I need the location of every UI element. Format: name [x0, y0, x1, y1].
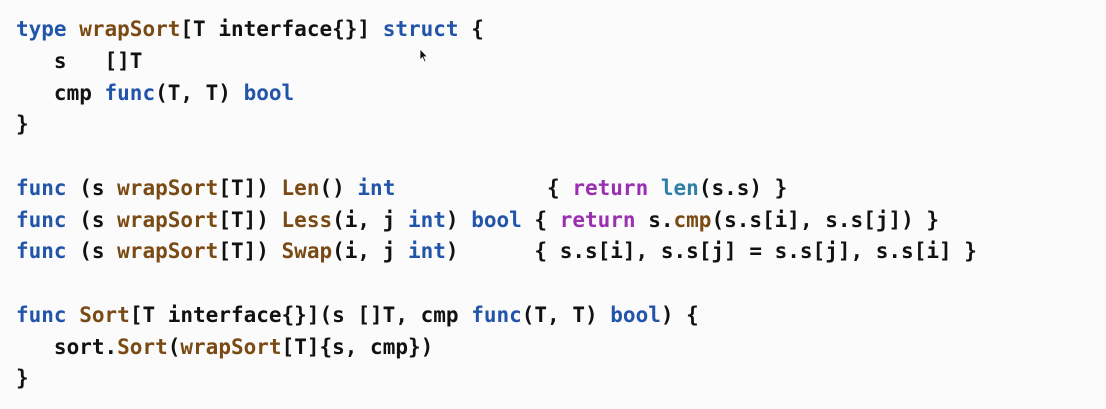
- code-token: (T, T): [521, 302, 611, 327]
- code-line: [16, 268, 1106, 300]
- code-token: (): [319, 175, 358, 200]
- code-line: }: [16, 109, 1106, 141]
- code-token-control: return: [572, 175, 649, 200]
- code-line: cmp func(T, T) bool: [16, 78, 1106, 110]
- mouse-pointer-icon: [419, 48, 429, 63]
- code-token-function: wrapSort: [117, 239, 219, 264]
- code-token-type: int: [407, 239, 446, 264]
- code-line: func (s wrapSort[T]) Less(i, j int) bool…: [16, 205, 1106, 237]
- code-token: ) { s.s[i], s.s[j] = s.s[j], s.s[i] }: [445, 239, 977, 264]
- code-token-function: Less: [281, 207, 333, 232]
- code-token: {: [521, 207, 560, 232]
- code-token-function: wrapSort: [79, 17, 181, 41]
- code-token-function: wrapSort: [180, 334, 282, 359]
- code-token-function: cmp: [673, 207, 712, 232]
- code-token: s []T: [16, 48, 143, 73]
- code-token: [67, 303, 80, 327]
- code-token: [648, 176, 661, 200]
- code-line: type wrapSort[T interface{}] struct {: [16, 14, 1106, 46]
- code-token-keyword: func: [471, 302, 522, 327]
- code-token: cmp: [16, 80, 105, 105]
- code-token: (T, T): [155, 80, 244, 105]
- code-token-keyword: type: [16, 17, 67, 41]
- code-token: (i, j: [332, 239, 408, 264]
- code-line: func (s wrapSort[T]) Len() int { return …: [16, 173, 1106, 205]
- code-token: [T]): [218, 207, 282, 232]
- code-token-function: Len: [281, 175, 320, 200]
- code-token-function: Swap: [281, 239, 333, 264]
- code-token-keyword: func: [16, 239, 67, 264]
- code-token: (i, j: [332, 207, 408, 232]
- code-token-function: Sort: [79, 302, 130, 327]
- code-token: {: [395, 175, 573, 200]
- code-token: sort.: [16, 334, 118, 359]
- code-token-function: Sort: [117, 334, 168, 359]
- code-token: (s: [66, 207, 118, 232]
- code-token: (: [167, 334, 181, 359]
- code-token: [T]{s, cmp}): [281, 334, 434, 359]
- code-line: s []T: [16, 46, 1106, 78]
- code-token-control: return: [559, 207, 636, 232]
- code-line: [16, 141, 1106, 173]
- code-line: func (s wrapSort[T]) Swap(i, j int) { s.…: [16, 236, 1106, 268]
- code-token: }: [16, 112, 29, 137]
- code-token: [T interface{}]: [180, 17, 383, 41]
- code-token: (s.s) }: [698, 175, 788, 200]
- code-token: }: [16, 366, 29, 391]
- code-token-type: bool: [243, 80, 295, 105]
- code-token-builtin: len: [660, 175, 699, 200]
- code-token: [T]): [218, 239, 282, 264]
- code-token: ): [445, 207, 472, 232]
- code-token-function: wrapSort: [117, 175, 219, 200]
- code-token-keyword: func: [16, 175, 67, 200]
- code-token-type: bool: [610, 302, 661, 327]
- code-token-function: wrapSort: [117, 207, 219, 232]
- code-token-type: int: [357, 175, 396, 200]
- code-token-type: int: [407, 207, 446, 232]
- code-line: func Sort[T interface{}](s []T, cmp func…: [16, 300, 1106, 332]
- code-token: [67, 17, 80, 41]
- code-token: (s: [66, 239, 118, 264]
- code-token: {: [458, 17, 484, 41]
- code-token: ) {: [660, 302, 699, 327]
- code-token-keyword: struct: [382, 17, 459, 41]
- code-line: sort.Sort(wrapSort[T]{s, cmp}): [16, 332, 1106, 364]
- code-line: }: [16, 363, 1106, 395]
- code-token: [T interface{}](s []T, cmp: [129, 302, 472, 327]
- code-token: s.: [635, 207, 674, 232]
- code-view: type wrapSort[T interface{}] struct { s …: [16, 14, 1106, 409]
- code-token-keyword: func: [104, 80, 156, 105]
- code-token-keyword: func: [16, 302, 67, 327]
- code-token-type: bool: [471, 207, 522, 232]
- code-token-keyword: func: [16, 207, 67, 232]
- code-token: (s: [66, 175, 118, 200]
- code-token: [T]): [218, 175, 282, 200]
- code-token: (s.s[i], s.s[j]) }: [711, 207, 940, 232]
